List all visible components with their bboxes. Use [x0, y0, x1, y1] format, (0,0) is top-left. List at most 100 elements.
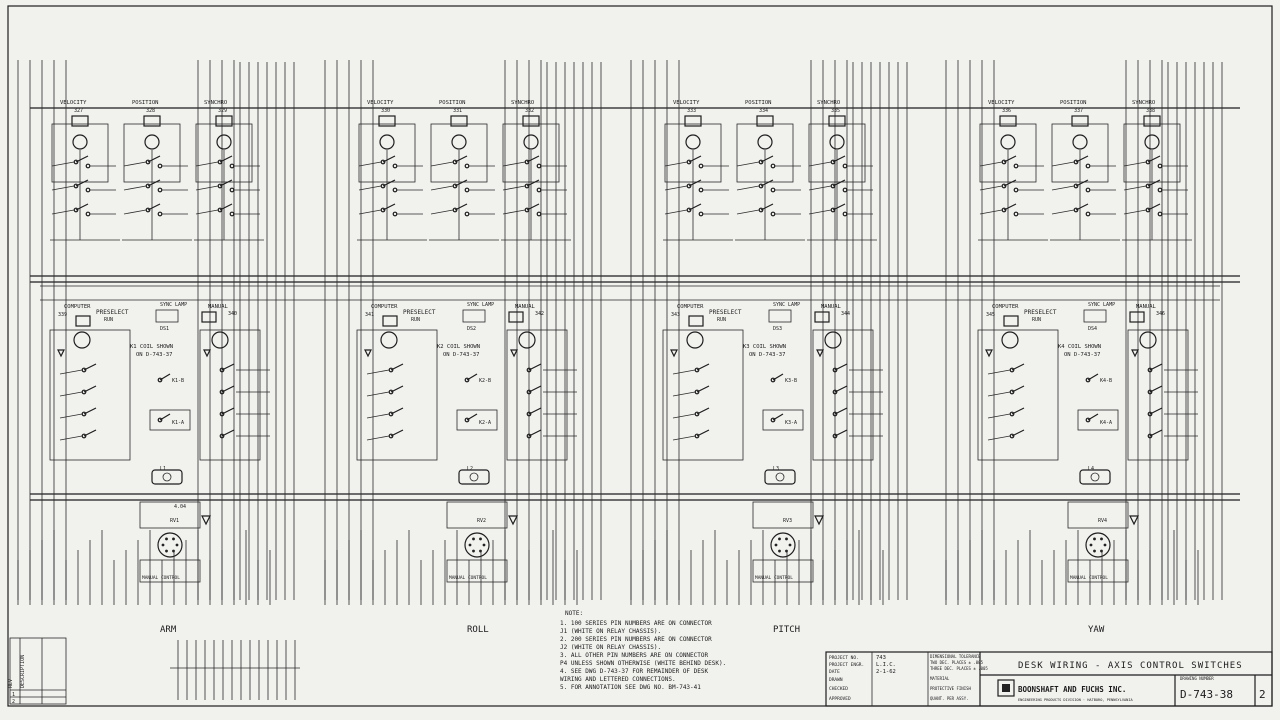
contact-terminal-icon — [686, 183, 692, 189]
indicator-lamp: L3 — [764, 466, 796, 485]
axis-name: ARM — [160, 625, 177, 635]
wire — [1051, 161, 1075, 167]
contact-arm — [1011, 429, 1025, 437]
contact-terminal-icon — [536, 163, 542, 169]
contact-terminal-icon — [1145, 207, 1151, 213]
contact-terminal-icon — [145, 207, 151, 213]
switch-label: POSITION — [132, 100, 159, 106]
connector-pin-icon — [1093, 549, 1096, 553]
paint-label: QUANT. PER ASSY. — [930, 696, 969, 701]
contact-terminal-icon — [698, 163, 704, 169]
contact-terminal-icon — [526, 389, 532, 395]
contact-terminal-icon — [536, 187, 542, 193]
contact-arm — [1075, 155, 1089, 163]
contact-terminal-icon — [145, 183, 151, 189]
contact-terminal-icon — [524, 207, 530, 213]
contact-terminal-icon — [526, 411, 532, 417]
contact-arm — [75, 155, 89, 163]
rv-label: RV4 — [1098, 518, 1107, 524]
contact-arm — [526, 203, 540, 211]
manual-number: 340 — [228, 311, 237, 317]
wire — [664, 185, 688, 191]
contact-arm — [832, 203, 846, 211]
contact-arm — [1087, 413, 1099, 421]
resistor-network-icon — [446, 501, 508, 529]
wire — [979, 185, 1003, 191]
contact-arm — [159, 413, 171, 421]
contact-terminal-icon — [1145, 159, 1151, 165]
contact-terminal-icon — [1157, 163, 1163, 169]
contact-terminal-icon — [832, 433, 838, 439]
date-label: DATE — [829, 669, 840, 675]
contact-arm — [382, 203, 396, 211]
manual-lamp-icon — [211, 331, 229, 349]
connector-pin-icon — [788, 543, 792, 547]
contact-terminal-icon — [388, 389, 394, 395]
computer-button-icon — [382, 315, 398, 327]
company-logo — [997, 679, 1015, 697]
contact-arm — [1147, 155, 1161, 163]
wire — [987, 413, 1011, 419]
contact-arm — [390, 385, 404, 393]
contact-arm — [1149, 363, 1163, 371]
contact-arm — [219, 179, 233, 187]
lamp-bulb-icon — [1090, 472, 1100, 482]
contact-arm — [454, 155, 468, 163]
wire — [123, 161, 147, 167]
switch-number: 331 — [453, 108, 462, 114]
contact-arm — [688, 155, 702, 163]
contact-terminal-icon — [842, 187, 848, 193]
switch-lamp-icon — [451, 134, 467, 150]
notes-block: NOTE: 1. 100 SERIES PIN NUMBERS ARE ON C… — [560, 610, 726, 691]
computer-label: COMPUTER — [64, 304, 91, 310]
switch-label: VELOCITY — [988, 100, 1015, 106]
contact-arm — [390, 407, 404, 415]
wire — [59, 369, 83, 375]
computer-switch-body — [49, 329, 131, 461]
wire — [736, 185, 760, 191]
switch-button-icon — [71, 115, 89, 127]
contact-terminal-icon — [1013, 211, 1019, 217]
relay-frame — [149, 409, 191, 431]
manual-control-box — [1067, 559, 1129, 583]
diode-icon — [364, 349, 372, 358]
material-label: MATERIAL — [930, 676, 950, 681]
wire — [736, 161, 760, 167]
contact-terminal-icon — [217, 159, 223, 165]
contact-arm — [1003, 203, 1017, 211]
relay-contacts: K3-BK3-A — [762, 373, 804, 431]
connector-pin-icon — [1103, 543, 1107, 547]
switch-number: 328 — [146, 108, 155, 114]
wire — [1051, 185, 1075, 191]
finish-label: PROTECTIVE FINISH — [930, 686, 972, 691]
computer-label: COMPUTER — [371, 304, 398, 310]
manual-button-icon — [508, 311, 524, 323]
contact-terminal-icon — [536, 211, 542, 217]
switch-lamp-icon — [379, 134, 395, 150]
contact-terminal-icon — [388, 367, 394, 373]
contact-terminal-icon — [770, 187, 776, 193]
contact-arm — [526, 155, 540, 163]
contact-arm — [221, 385, 235, 393]
section-roll: VELOCITY330POSITION331SYNCHRO332COMPUTER… — [324, 60, 602, 635]
wire — [51, 161, 75, 167]
contact-arm — [219, 203, 233, 211]
contact-terminal-icon — [698, 187, 704, 193]
contact-terminal-icon — [217, 183, 223, 189]
switch-number: 338 — [1146, 108, 1155, 114]
computer-lamp-icon — [1001, 331, 1019, 349]
contact-terminal-icon — [1073, 159, 1079, 165]
contact-arm — [528, 429, 542, 437]
drawn-label: DRAWN — [829, 677, 843, 683]
wire — [808, 161, 832, 167]
relay-coil-label: K1 COIL SHOWN — [130, 344, 173, 350]
contact-terminal-icon — [832, 367, 838, 373]
contact-terminal-icon — [464, 417, 470, 423]
contact-terminal-icon — [694, 411, 700, 417]
resistor-network-icon — [752, 501, 814, 529]
wire — [59, 391, 83, 397]
contact-terminal-icon — [145, 159, 151, 165]
lamp-icon — [151, 469, 183, 485]
